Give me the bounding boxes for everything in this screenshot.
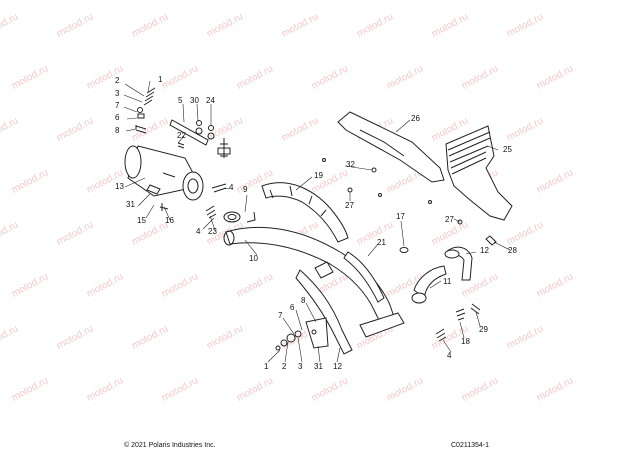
callout-32: 32 [346,160,355,169]
callout-21: 22 [177,131,186,140]
heat-shield-panel-25 [446,126,512,220]
callout-1-bottom: 1 [264,362,269,371]
callout-4-left: 4 [196,227,201,236]
head-pipe-12 [412,266,446,303]
callout-17: 17 [396,212,405,221]
fastener-27-center [348,188,352,192]
callout-5: 5 [178,96,183,105]
muffler [125,146,203,200]
callout-15: 15 [137,216,146,225]
callout-4-upper: 4 [229,183,234,192]
callout-25: 25 [503,145,512,154]
callout-29: 30 [190,96,199,105]
spring-18 [456,309,465,320]
fastener-small-2 [379,194,382,197]
callout-8-bottom: 8 [301,296,306,305]
head-pipe-13 [445,247,472,280]
callout-28: 28 [508,246,517,255]
washer-stack [276,331,301,350]
callout-6-top: 6 [115,113,120,122]
fastener-top [323,159,326,162]
heat-shield-11 [296,270,352,354]
callout-3-bottom: 3 [298,362,303,371]
callout-9: 9 [243,185,248,194]
grommet-17 [400,248,408,253]
callout-4-right: 4 [447,351,452,360]
fastener-small [429,201,432,204]
diagram-code: C0211354-1 [451,442,490,449]
spring-4-lower [436,329,446,341]
callout-2-top: 2 [115,76,120,85]
callout-11: 12 [333,362,342,371]
callout-22: 23 [208,227,217,236]
clip-24 [471,304,480,314]
callout-3-top: 3 [115,89,120,98]
callout-27-center: 27 [345,201,354,210]
fastener-32 [372,168,376,172]
callout-31: 31 [126,200,135,209]
callout-16: 16 [165,216,174,225]
callout-30: 31 [314,362,323,371]
callout-19: 19 [314,171,323,180]
callout-20: 21 [377,238,386,247]
heat-shield-panel-26 [338,112,444,182]
callout-26: 26 [411,114,420,123]
callout-2-bottom: 2 [282,362,287,371]
callout-14: 13 [115,182,124,191]
spring-4-upper [212,184,226,192]
heat-shield-19 [262,183,348,242]
clip-16 [160,203,168,211]
gasket-ring [224,212,255,222]
callout-8-top: 8 [115,126,120,135]
hardware-group-top-left [136,88,155,133]
bracket-30 [306,318,328,348]
callout-10: 10 [249,254,258,263]
callout-27-right: 27 [445,215,454,224]
leader-lines [124,81,510,362]
spring-22 [206,206,216,218]
callout-6-bottom: 6 [290,303,295,312]
copyright-notice: © 2021 Polaris Industries Inc. [124,442,216,449]
callout-13: 12 [480,246,489,255]
callout-24: 29 [479,325,488,334]
tail-pipe [224,227,404,337]
callout-1-top: 1 [158,75,163,84]
callout-18: 18 [461,337,470,346]
callout-7-bottom: 7 [278,311,283,320]
callout-12: 11 [443,277,452,286]
callout-23: 24 [206,96,215,105]
callout-7-top: 7 [115,101,120,110]
fastener-27-right [458,220,462,224]
heat-shield-20 [344,252,384,302]
clip-28 [486,236,496,245]
bracket [170,120,230,158]
